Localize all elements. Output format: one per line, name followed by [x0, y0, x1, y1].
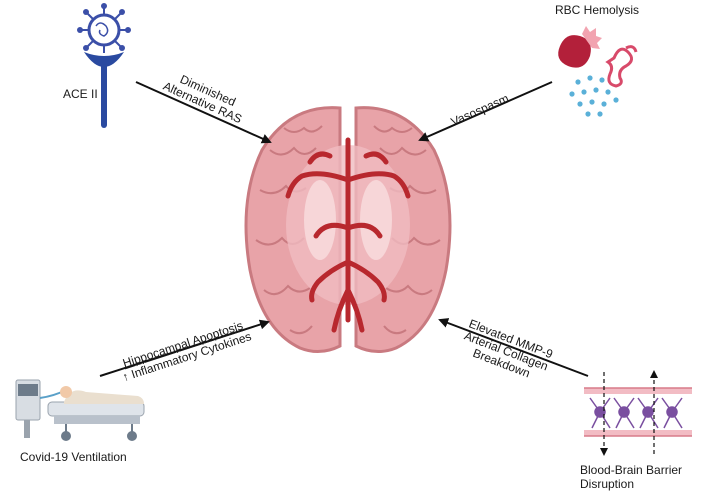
arrow-bbb-to-brain — [438, 318, 589, 377]
label-ace2: ACE II — [63, 87, 98, 101]
label-covid-ventilation: Covid-19 Ventilation — [20, 450, 127, 464]
label-rbc-hemolysis: RBC Hemolysis — [555, 3, 640, 17]
label-bbb-line1: Blood-Brain Barrier — [580, 463, 683, 477]
droplets-icon — [569, 75, 619, 117]
arrow-ventilation-to-brain — [99, 319, 270, 377]
blood-brain-barrier-icon — [584, 370, 692, 456]
ace2-receptor-icon — [84, 52, 124, 128]
ventilation-patient-icon — [15, 379, 145, 441]
arrow-ace-to-brain — [135, 81, 272, 144]
brain-illustration — [244, 106, 452, 353]
virus-icon — [77, 3, 131, 53]
label-bbb-line2: Disruption — [580, 477, 635, 491]
rbc-hemolysis-icon — [558, 26, 638, 88]
arrow-rbc-to-brain — [418, 81, 553, 142]
